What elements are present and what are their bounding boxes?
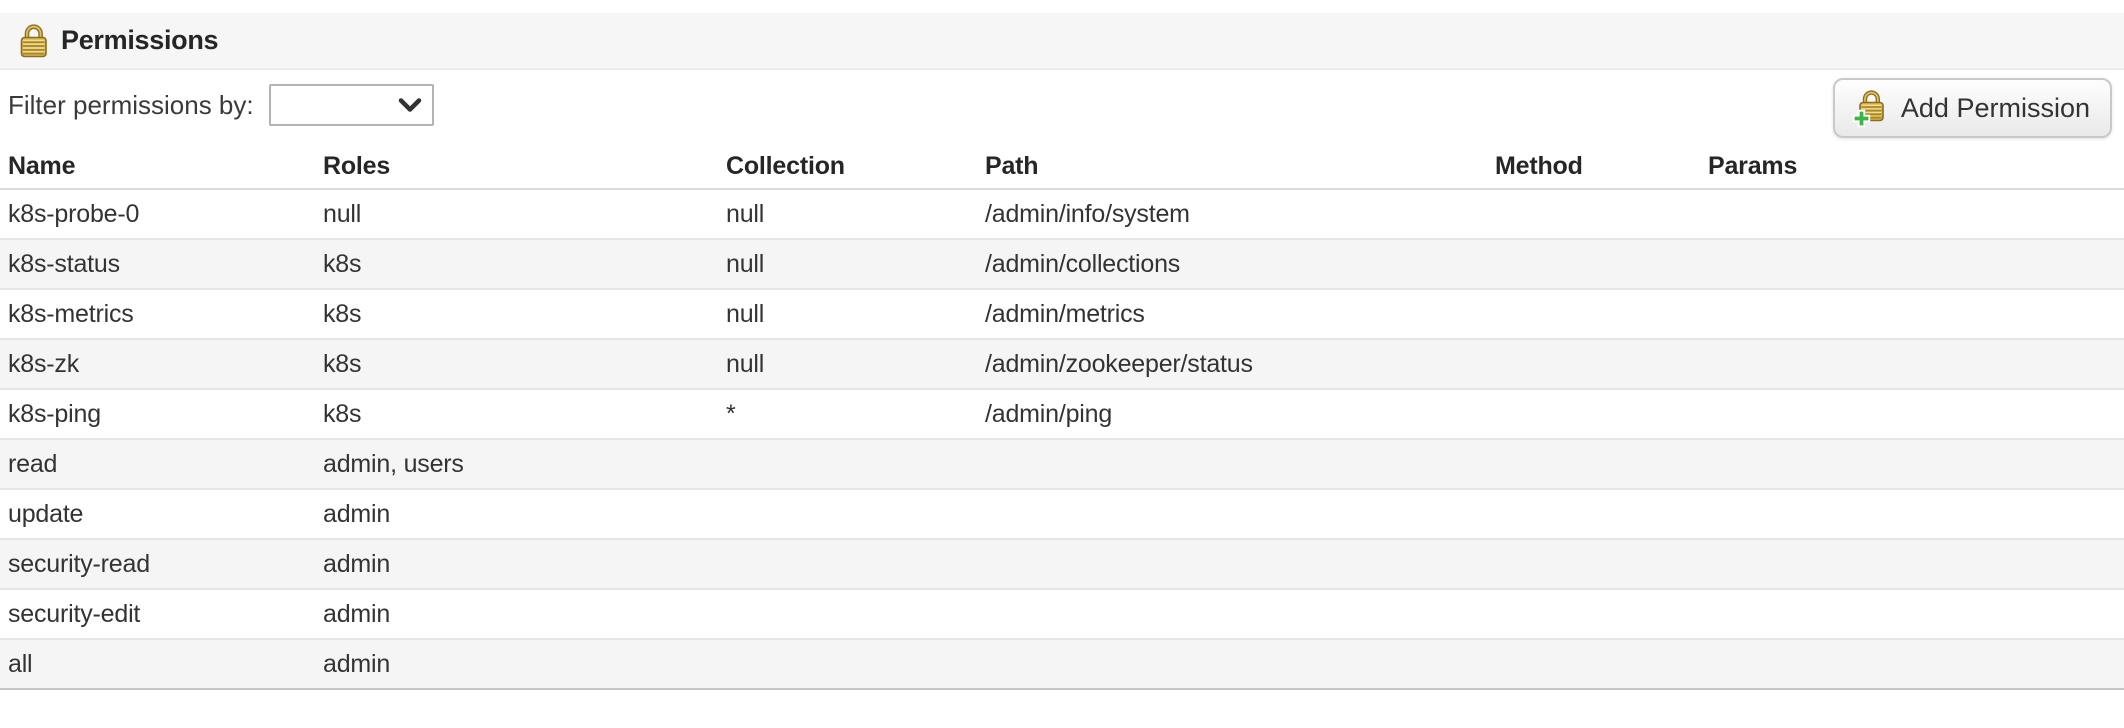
cell-collection	[718, 489, 977, 540]
cell-method	[1487, 589, 1700, 640]
cell-collection: null	[718, 339, 977, 390]
cell-collection: null	[718, 289, 977, 340]
filter-select-wrap	[268, 84, 434, 126]
cell-params	[1700, 239, 2124, 290]
table-row[interactable]: k8s-probe-0 null null /admin/info/system	[0, 189, 2124, 240]
cell-name: k8s-probe-0	[0, 189, 315, 240]
filter-permissions-select[interactable]	[268, 84, 434, 126]
cell-name: security-read	[0, 539, 315, 590]
column-header: Params	[1700, 146, 2124, 190]
cell-method	[1487, 389, 1700, 440]
cell-params	[1700, 439, 2124, 490]
cell-path	[977, 589, 1487, 640]
cell-roles: admin	[315, 539, 718, 590]
column-header: Name	[0, 146, 315, 190]
cell-method	[1487, 439, 1700, 490]
cell-roles: admin, users	[315, 439, 718, 490]
cell-roles: null	[315, 189, 718, 240]
cell-path: /admin/zookeeper/status	[977, 339, 1487, 390]
table-row[interactable]: security-read admin	[0, 539, 2124, 590]
cell-method	[1487, 489, 1700, 540]
add-permission-button[interactable]: Add Permission	[1832, 78, 2112, 138]
cell-method	[1487, 239, 1700, 290]
cell-roles: admin	[315, 489, 718, 540]
table-row[interactable]: k8s-status k8s null /admin/collections	[0, 239, 2124, 290]
panel-header: Permissions	[0, 13, 2124, 70]
cell-collection	[718, 439, 977, 490]
column-header: Collection	[718, 146, 977, 190]
table-row[interactable]: read admin, users	[0, 439, 2124, 490]
cell-path: /admin/info/system	[977, 189, 1487, 240]
cell-path: /admin/metrics	[977, 289, 1487, 340]
cell-collection: *	[718, 389, 977, 440]
cell-params	[1700, 539, 2124, 590]
cell-params	[1700, 489, 2124, 540]
cell-name: k8s-metrics	[0, 289, 315, 340]
cell-roles: admin	[315, 589, 718, 640]
cell-path	[977, 539, 1487, 590]
cell-collection: null	[718, 189, 977, 240]
permissions-table-body: k8s-probe-0 null null /admin/info/system…	[0, 189, 2124, 690]
cell-name: k8s-zk	[0, 339, 315, 390]
cell-method	[1487, 539, 1700, 590]
cell-params	[1700, 189, 2124, 240]
filter-permissions-label: Filter permissions by:	[8, 89, 254, 120]
column-header: Path	[977, 146, 1487, 190]
cell-name: k8s-status	[0, 239, 315, 290]
table-row[interactable]: all admin	[0, 639, 2124, 690]
cell-params	[1700, 339, 2124, 390]
panel-title: Permissions	[61, 25, 219, 55]
toolbar: Filter permissions by:	[0, 70, 2124, 146]
cell-path	[977, 639, 1487, 690]
cell-collection: null	[718, 239, 977, 290]
cell-params	[1700, 639, 2124, 690]
cell-path	[977, 489, 1487, 540]
cell-name: read	[0, 439, 315, 490]
cell-roles: k8s	[315, 389, 718, 440]
cell-path	[977, 439, 1487, 490]
cell-method	[1487, 639, 1700, 690]
cell-roles: k8s	[315, 239, 718, 290]
lock-icon	[17, 22, 50, 59]
table-row[interactable]: update admin	[0, 489, 2124, 540]
cell-collection	[718, 589, 977, 640]
cell-roles: admin	[315, 639, 718, 690]
table-row[interactable]: security-edit admin	[0, 589, 2124, 640]
column-header: Roles	[315, 146, 718, 190]
cell-path: /admin/collections	[977, 239, 1487, 290]
lock-add-icon	[1851, 88, 1889, 128]
table-row[interactable]: k8s-ping k8s * /admin/ping	[0, 389, 2124, 440]
cell-method	[1487, 189, 1700, 240]
column-header: Method	[1487, 146, 1700, 190]
table-row[interactable]: k8s-zk k8s null /admin/zookeeper/status	[0, 339, 2124, 390]
cell-name: update	[0, 489, 315, 540]
cell-name: k8s-ping	[0, 389, 315, 440]
cell-roles: k8s	[315, 339, 718, 390]
cell-collection	[718, 539, 977, 590]
cell-method	[1487, 289, 1700, 340]
cell-roles: k8s	[315, 289, 718, 340]
cell-params	[1700, 389, 2124, 440]
add-permission-label: Add Permission	[1900, 92, 2090, 123]
cell-collection	[718, 639, 977, 690]
cell-name: security-edit	[0, 589, 315, 640]
cell-path: /admin/ping	[977, 389, 1487, 440]
cell-name: all	[0, 639, 315, 690]
table-row[interactable]: k8s-metrics k8s null /admin/metrics	[0, 289, 2124, 340]
cell-params	[1700, 289, 2124, 340]
cell-params	[1700, 589, 2124, 640]
cell-method	[1487, 339, 1700, 390]
